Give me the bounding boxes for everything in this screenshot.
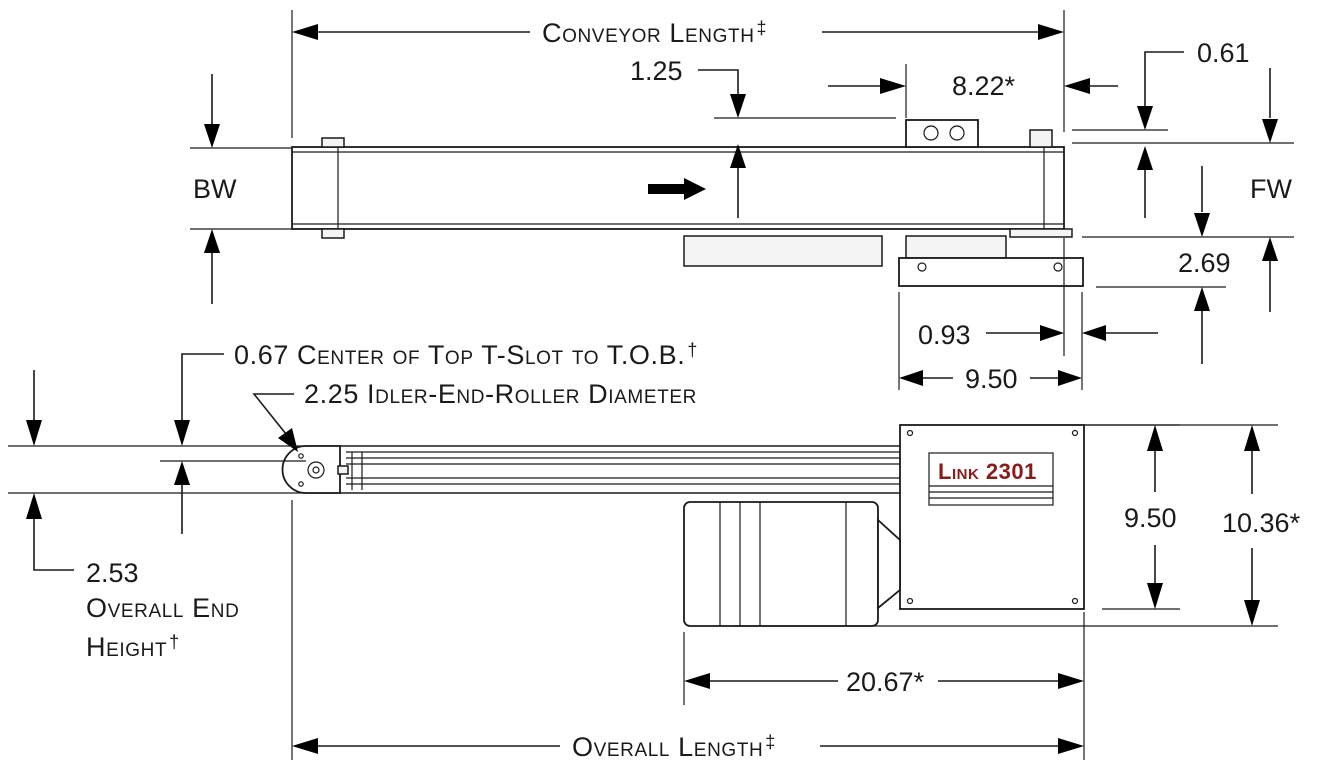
overall-length-label: Overall Length‡ <box>572 732 776 762</box>
top-view: Conveyor Length‡ 1.25 8.22* 0.61 BW <box>190 10 1294 394</box>
dim-0-67: 0.67 Center of Top T-Slot to T.O.B.† <box>234 340 698 370</box>
dim-1-25: 1.25 <box>630 56 683 86</box>
dim-20-67: 20.67* <box>846 667 925 697</box>
dim-9-50-top: 9.50 <box>965 364 1018 394</box>
dim-10-36: 10.36* <box>1222 508 1301 538</box>
dim-0-61: 0.61 <box>1197 38 1250 68</box>
gear-housing-top-view <box>898 257 1084 287</box>
dim-2-53: 2.53 <box>86 558 139 588</box>
conveyor-length-label: Conveyor Length‡ <box>542 18 767 48</box>
brand-label: Link 2301 <box>938 459 1037 484</box>
dim-bw: BW <box>193 174 237 204</box>
dim-8-22: 8.22* <box>952 71 1016 101</box>
dim-2-69: 2.69 <box>1178 248 1231 278</box>
dim-2-25: 2.25 Idler-End-Roller Diameter <box>304 379 697 409</box>
direction-arrow-icon <box>648 178 706 200</box>
dim-9-50-side: 9.50 <box>1124 503 1177 533</box>
idler-end-roller <box>281 445 341 494</box>
brand-plate <box>928 452 1054 506</box>
overall-end-label: Overall End <box>86 593 239 623</box>
dim-fw: FW <box>1250 174 1292 204</box>
mount-block <box>905 119 979 148</box>
motor-top-view <box>683 235 883 267</box>
drive-motor <box>683 501 879 627</box>
dim-0-93: 0.93 <box>918 320 971 350</box>
height-label: Height† <box>86 632 180 662</box>
side-view: Link 2301 0.67 Center of Top T-Slot to T… <box>8 340 1301 762</box>
